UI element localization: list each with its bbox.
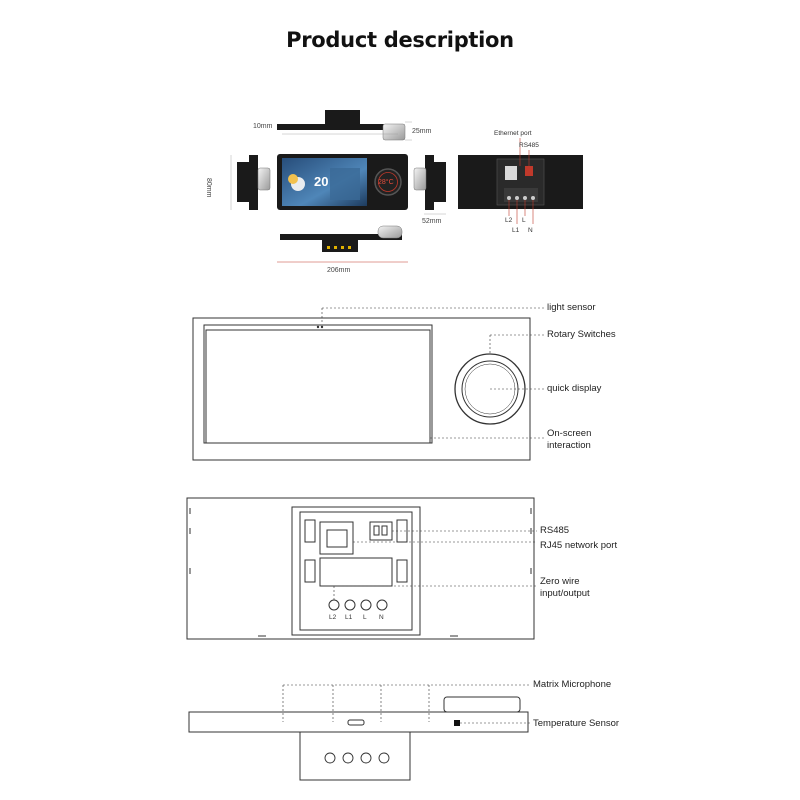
front-line-view — [192, 307, 545, 461]
light-sensor-label: light sensor — [547, 302, 596, 313]
ethernet-port-label: Ethernet port — [494, 130, 532, 137]
terminal-l-label: L — [522, 217, 526, 224]
terminal-l2-label: L2 — [505, 217, 513, 224]
terminal-n-label: N — [528, 227, 533, 234]
rs485-top-label: RS485 — [519, 142, 539, 149]
zero-wire-label-1: Zero wire — [540, 576, 580, 587]
front-color-view — [277, 154, 408, 263]
bottom-line-view — [188, 684, 530, 781]
rj45-label: RJ45 network port — [540, 540, 618, 551]
back-line-view — [186, 497, 537, 640]
dim-52mm: 52mm — [422, 218, 442, 225]
dim-80mm: 80mm — [205, 178, 212, 198]
rotary-switches-label: Rotary Switches — [547, 329, 616, 340]
screen-temperature: 20 — [314, 174, 329, 189]
back-terminal-l: L — [363, 614, 367, 621]
dim-25mm: 25mm — [412, 128, 432, 135]
knob-reading: 28°C — [378, 179, 394, 186]
back-terminal-l1: L1 — [345, 614, 353, 621]
on-screen-label-1: On-screen — [547, 428, 592, 439]
temperature-sensor-label: Temperature Sensor — [533, 718, 620, 729]
back-terminal-l2: L2 — [329, 614, 337, 621]
zero-wire-label-2: input/output — [540, 588, 590, 599]
on-screen-label-2: interaction — [547, 440, 591, 451]
matrix-microphone-label: Matrix Microphone — [533, 679, 612, 690]
page-title: Product description — [286, 28, 514, 52]
bottom-edge-view — [280, 225, 403, 252]
quick-display-label: quick display — [547, 383, 602, 394]
left-side-view — [230, 155, 271, 210]
rs485-label: RS485 — [540, 525, 570, 536]
right-side-view — [413, 155, 446, 215]
top-edge-view — [277, 110, 412, 141]
terminal-l1-label: L1 — [512, 227, 520, 234]
dim-206mm: 206mm — [327, 267, 351, 274]
rear-color-view — [458, 138, 583, 224]
dim-10mm: 10mm — [253, 123, 273, 130]
back-terminal-n: N — [379, 614, 384, 621]
